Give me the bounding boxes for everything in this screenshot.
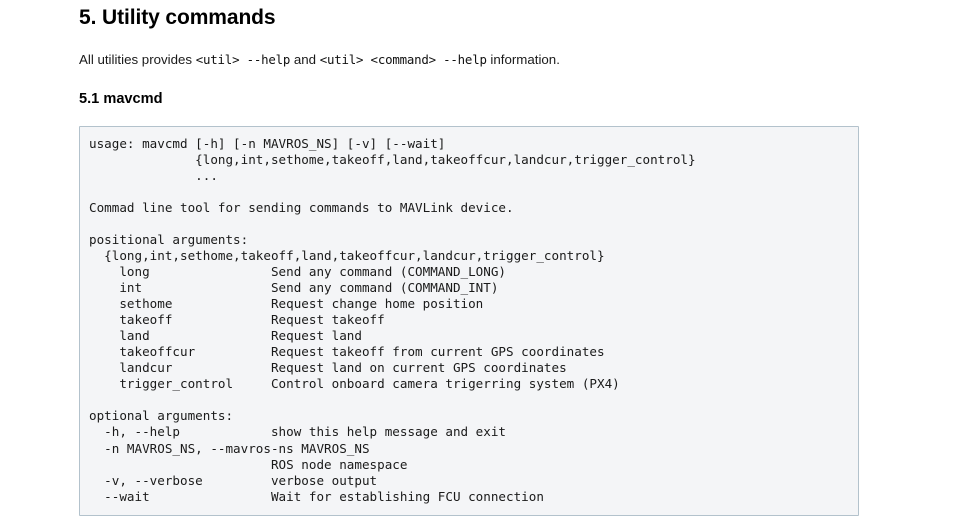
intro-text-between: and [290, 52, 320, 68]
subsection-title-mavcmd: 5.1 mavcmd [79, 91, 163, 108]
inline-code-util-help: <util> --help [195, 52, 291, 68]
code-block-mavcmd-usage: usage: mavcmd [-h] [-n MAVROS_NS] [-v] [… [79, 125, 859, 516]
intro-text-before: All utilities provides [79, 52, 196, 68]
code-block-content: usage: mavcmd [-h] [-n MAVROS_NS] [-v] [… [89, 135, 696, 504]
intro-text-after: information. [486, 52, 560, 68]
intro-paragraph: All utilities provides <util> --help and… [79, 30, 957, 69]
page-title: 5. Utility commands [79, 6, 276, 29]
inline-code-util-command-help: <util> <command> --help [319, 52, 487, 68]
